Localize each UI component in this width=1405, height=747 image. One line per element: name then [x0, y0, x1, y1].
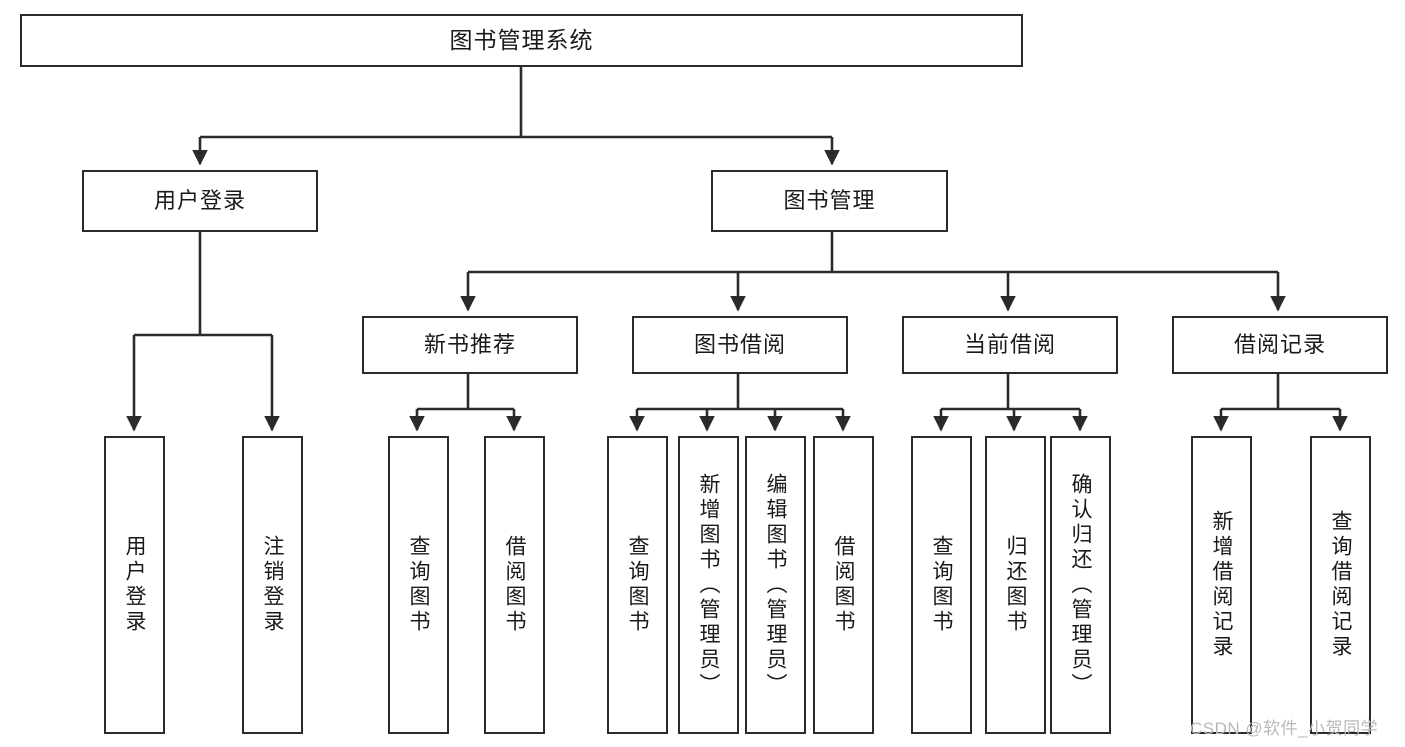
node-label: 图书借阅 — [693, 332, 786, 358]
node-label: 查询借阅记录 — [1329, 510, 1352, 660]
node-user-login[interactable]: 用户登录 — [82, 170, 318, 232]
node-borrow-record[interactable]: 借阅记录 — [1172, 316, 1388, 374]
node-label: 新增图书（管理员） — [697, 472, 720, 698]
node-book-borrow[interactable]: 图书借阅 — [632, 316, 848, 374]
node-label: 用户登录 — [153, 188, 246, 214]
node-leaf-query-book-2[interactable]: 查询图书 — [607, 436, 668, 734]
node-label: 查询图书 — [930, 535, 953, 635]
node-label: 新增借阅记录 — [1210, 510, 1233, 660]
node-label: 新书推荐 — [423, 332, 516, 358]
node-leaf-confirm-return[interactable]: 确认归还（管理员） — [1050, 436, 1111, 734]
node-label: 确认归还（管理员） — [1069, 472, 1092, 698]
node-label: 查询图书 — [626, 535, 649, 635]
node-leaf-query-book-1[interactable]: 查询图书 — [388, 436, 449, 734]
node-root-system[interactable]: 图书管理系统 — [20, 14, 1023, 67]
node-leaf-add-book[interactable]: 新增图书（管理员） — [678, 436, 739, 734]
node-label: 查询图书 — [407, 535, 430, 635]
node-leaf-query-book-3[interactable]: 查询图书 — [911, 436, 972, 734]
node-label: 借阅图书 — [832, 535, 855, 635]
node-leaf-return-book[interactable]: 归还图书 — [985, 436, 1046, 734]
node-label: 图书管理 — [783, 188, 876, 214]
node-new-book-rec[interactable]: 新书推荐 — [362, 316, 578, 374]
node-label: 借阅图书 — [503, 535, 526, 635]
node-label: 编辑图书（管理员） — [764, 472, 787, 698]
node-label: 图书管理系统 — [449, 27, 594, 54]
node-current-borrow[interactable]: 当前借阅 — [902, 316, 1118, 374]
node-label: 用户登录 — [123, 535, 146, 635]
node-leaf-edit-book[interactable]: 编辑图书（管理员） — [745, 436, 806, 734]
csdn-watermark: CSDN @软件_小贺同学 — [1190, 719, 1379, 738]
node-leaf-query-record[interactable]: 查询借阅记录 — [1310, 436, 1371, 734]
node-label: 借阅记录 — [1233, 332, 1326, 358]
node-book-manage[interactable]: 图书管理 — [711, 170, 948, 232]
node-leaf-user-login[interactable]: 用户登录 — [104, 436, 165, 734]
node-leaf-add-record[interactable]: 新增借阅记录 — [1191, 436, 1252, 734]
node-label: 注销登录 — [261, 535, 284, 635]
node-label: 当前借阅 — [963, 332, 1056, 358]
node-leaf-borrow-book-2[interactable]: 借阅图书 — [813, 436, 874, 734]
node-label: 归还图书 — [1004, 535, 1027, 635]
node-leaf-user-logout[interactable]: 注销登录 — [242, 436, 303, 734]
node-leaf-borrow-book-1[interactable]: 借阅图书 — [484, 436, 545, 734]
